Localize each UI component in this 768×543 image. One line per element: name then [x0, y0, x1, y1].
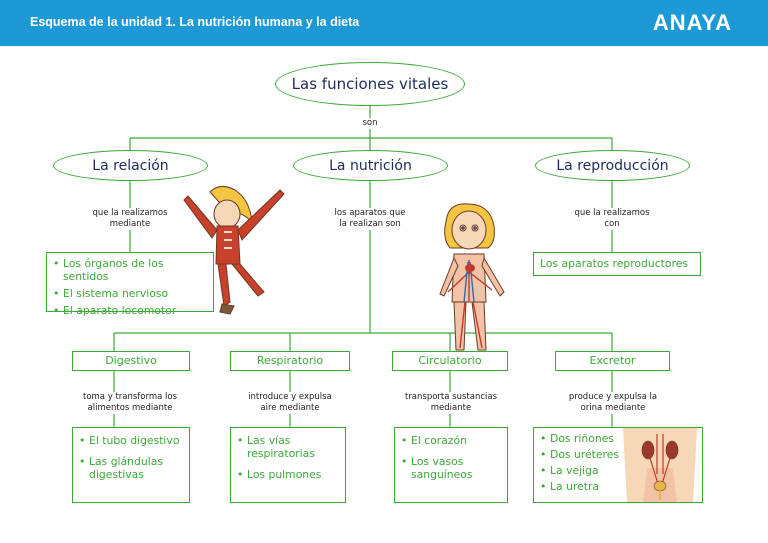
root-oval: Las funciones vitales	[275, 62, 465, 106]
list-item: El aparato locomotor	[51, 304, 209, 317]
relation-label: La relación	[92, 157, 169, 174]
circulatorio-items-box: El corazón Los vasos sanguíneos	[394, 427, 508, 503]
reproduction-label: La reproducción	[556, 157, 669, 174]
relation-oval: La relación	[53, 150, 208, 181]
list-item: Las vías respiratorias	[235, 434, 341, 460]
anaya-logo: ANAYA	[652, 10, 732, 35]
reproduction-connector: que la realizamos con	[574, 208, 650, 230]
list-item: El corazón	[399, 434, 503, 447]
header-bar: Esquema de la unidad 1. La nutrición hum…	[0, 0, 768, 46]
list-item: Dos riñones	[538, 432, 698, 445]
system-excretor: Excretor	[555, 351, 670, 371]
reproduction-item-box: Los aparatos reproductores	[533, 252, 701, 276]
reproduction-oval: La reproducción	[535, 150, 690, 181]
list-item: Las glándulas digestivas	[77, 455, 185, 481]
list-item: Los vasos sanguíneos	[399, 455, 503, 481]
system-digestivo: Digestivo	[72, 351, 190, 371]
system-circulatorio: Circulatorio	[392, 351, 508, 371]
list-item: El sistema nervioso	[51, 287, 209, 300]
relation-items-box: Los órganos de los sentidos El sistema n…	[46, 252, 214, 317]
child-locomotor-illustration	[183, 186, 285, 315]
nutrition-label: La nutrición	[329, 157, 412, 174]
list-item: La vejiga	[538, 464, 698, 477]
page-title: Esquema de la unidad 1. La nutrición hum…	[30, 15, 360, 29]
relation-connector: que la realizamos mediante	[90, 208, 170, 230]
circulatorio-connector: transporta sustancias mediante	[396, 392, 506, 414]
system-respiratorio: Respiratorio	[230, 351, 350, 371]
respiratorio-items-box: Las vías respiratorias Los pulmones	[230, 427, 346, 503]
root-connector: son	[355, 118, 385, 129]
list-item: Los pulmones	[235, 468, 341, 481]
list-item: La uretra	[538, 480, 698, 493]
child-circulatory-illustration	[439, 203, 505, 351]
list-item: El tubo digestivo	[77, 434, 185, 447]
nutrition-connector: los aparatos que la realizan son	[330, 208, 410, 230]
nutrition-oval: La nutrición	[293, 150, 448, 181]
excretory-system-illustration	[623, 428, 697, 502]
digestivo-items-box: El tubo digestivo Las glándulas digestiv…	[72, 427, 190, 503]
respiratorio-connector: introduce y expulsa aire mediante	[240, 392, 340, 414]
list-item: Dos uréteres	[538, 448, 698, 461]
digestivo-connector: toma y transforma los alimentos mediante	[74, 392, 186, 414]
excretor-connector: produce y expulsa la orina mediante	[558, 392, 668, 414]
root-label: Las funciones vitales	[291, 75, 449, 93]
list-item: Los órganos de los sentidos	[51, 257, 209, 283]
